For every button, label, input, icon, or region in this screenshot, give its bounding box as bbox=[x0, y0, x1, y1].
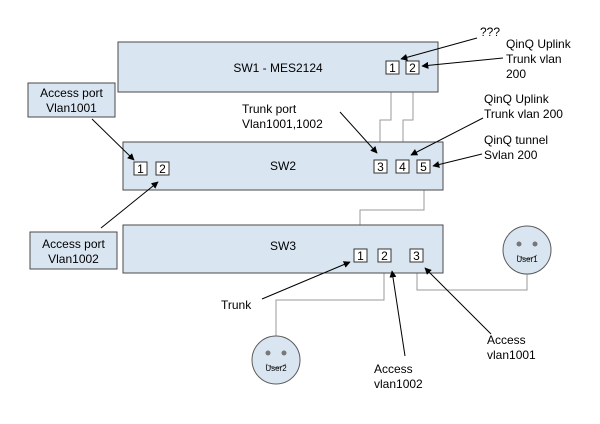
sw2-port-5: 5 bbox=[420, 160, 427, 174]
switch-sw2-label: SW2 bbox=[270, 159, 296, 173]
note-access-port-vlan1001: Access port Vlan1001 bbox=[27, 82, 116, 118]
note-access-port-vlan1002-line2: Vlan1002 bbox=[48, 252, 99, 266]
sw1-port-1: 1 bbox=[389, 61, 396, 75]
note-access-port-vlan1001-line1: Access port bbox=[40, 86, 103, 100]
arrow-to-sw3-port3 bbox=[424, 267, 492, 335]
switch-sw3: SW3 1 2 3 bbox=[122, 224, 444, 274]
sw3-port-2: 2 bbox=[381, 249, 388, 263]
switch-sw1-label: SW1 - MES2124 bbox=[233, 61, 323, 75]
arrow-to-sw3-port2 bbox=[389, 270, 406, 357]
sw2-port-3: 3 bbox=[377, 160, 384, 174]
link-sw3p2-user2 bbox=[275, 262, 385, 338]
arrow-to-sw2-port1 bbox=[91, 118, 135, 161]
note-access-port-vlan1002: Access port Vlan1002 bbox=[29, 231, 118, 270]
switch-sw1: SW1 - MES2124 1 2 bbox=[117, 41, 439, 93]
note-qinq-uplink-sw1-line3: 200 bbox=[506, 67, 526, 81]
note-trunk: Trunk bbox=[221, 298, 252, 312]
note-trunk-port-line2: Vlan1001,1002 bbox=[242, 117, 323, 131]
arrow-to-sw2-port3 bbox=[339, 111, 378, 154]
user1-label: User1 bbox=[516, 255, 538, 264]
note-trunk-port-line1: Trunk port bbox=[242, 102, 297, 116]
user2-label: User2 bbox=[265, 364, 287, 373]
switch-sw3-label: SW3 bbox=[270, 239, 296, 253]
user2-avatar: User2 bbox=[251, 335, 301, 385]
arrow-to-sw1-port1 bbox=[400, 37, 478, 61]
note-qinq-uplink-sw1: QinQ Uplink Trunk vlan 200 bbox=[506, 37, 572, 81]
note-qinq-uplink-sw2: QinQ Uplink Trunk vlan 200 bbox=[484, 92, 563, 121]
note-unknown: ??? bbox=[480, 25, 500, 39]
note-qinq-uplink-sw2-line1: QinQ Uplink bbox=[484, 92, 550, 106]
user1-avatar: User1 bbox=[502, 225, 552, 275]
switch-sw2: SW2 1 2 3 4 5 bbox=[122, 141, 444, 191]
sw3-port-3: 3 bbox=[413, 249, 420, 263]
note-qinq-tunnel-line1: QinQ tunnel bbox=[484, 133, 548, 147]
note-access-vlan1002-line1: Access bbox=[374, 362, 413, 376]
note-qinq-tunnel-line2: Svlan 200 bbox=[484, 148, 538, 162]
note-access-vlan1001-line1: Access bbox=[487, 333, 526, 347]
arrow-to-sw3-port1 bbox=[261, 261, 351, 300]
sw2-port-2: 2 bbox=[159, 162, 166, 176]
note-trunk-port: Trunk port Vlan1001,1002 bbox=[242, 102, 323, 131]
note-access-vlan1001: Access vlan1001 bbox=[487, 333, 536, 362]
sw3-port-1: 1 bbox=[357, 249, 364, 263]
sw1-port-2: 2 bbox=[409, 61, 416, 75]
arrow-to-sw1-port2 bbox=[421, 57, 504, 69]
note-access-vlan1002: Access vlan1002 bbox=[374, 362, 423, 391]
link-sw3p3-user1 bbox=[416, 262, 528, 291]
note-qinq-tunnel: QinQ tunnel Svlan 200 bbox=[484, 133, 548, 162]
note-access-vlan1001-line2: vlan1001 bbox=[487, 348, 536, 362]
sw2-port-4: 4 bbox=[399, 160, 406, 174]
arrow-to-sw2-port5 bbox=[432, 153, 483, 168]
arrow-to-sw2-port2 bbox=[100, 181, 159, 229]
note-qinq-uplink-sw1-line1: QinQ Uplink bbox=[506, 37, 572, 51]
note-qinq-uplink-sw1-line2: Trunk vlan bbox=[506, 52, 562, 66]
note-access-port-vlan1002-line1: Access port bbox=[42, 237, 105, 251]
note-access-vlan1002-line2: vlan1002 bbox=[374, 377, 423, 391]
link-sw1p1-sw2p3 bbox=[379, 76, 392, 160]
note-access-port-vlan1001-line2: Vlan1001 bbox=[46, 101, 97, 115]
note-qinq-uplink-sw2-line2: Trunk vlan 200 bbox=[484, 107, 563, 121]
sw2-port-1: 1 bbox=[137, 162, 144, 176]
arrow-to-sw2-port4 bbox=[410, 117, 484, 156]
link-sw1p2-sw2p4 bbox=[402, 76, 414, 160]
